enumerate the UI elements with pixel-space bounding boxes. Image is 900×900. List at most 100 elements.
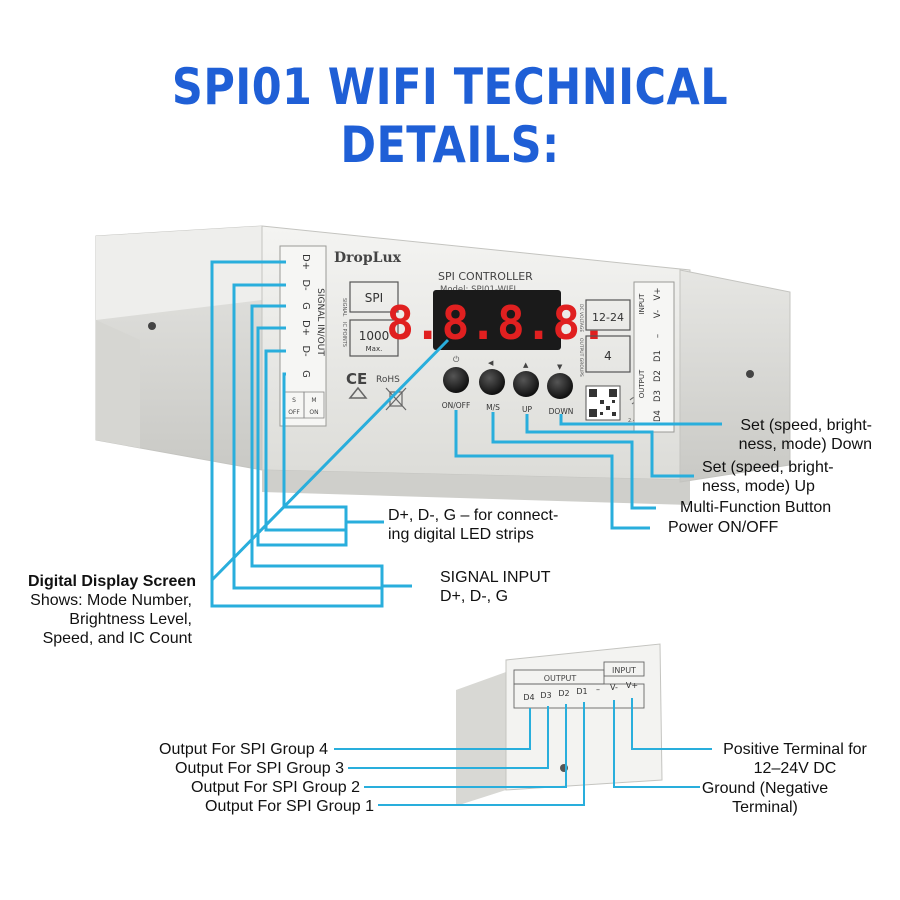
up-arrow-icon: ▲ [523, 361, 529, 369]
svg-text:M: M [311, 397, 316, 404]
svg-text:ON: ON [309, 409, 318, 416]
positive-callout: Positive Terminal for 12–24V DC [723, 741, 867, 777]
bottom-callout-lines [334, 698, 712, 806]
positive-line [631, 698, 712, 750]
display-callout-line-3: Speed, and IC Count [42, 630, 192, 647]
left-terminal-label: G [300, 302, 311, 310]
signal-spec-box: SIGNAL SPI [341, 281, 399, 317]
display-callout-line-1: Shows: Mode Number, [30, 592, 192, 609]
svg-text:V+: V+ [653, 288, 663, 301]
svg-text:D3: D3 [653, 390, 663, 402]
display-digits: 8.8.8.8. [386, 296, 608, 350]
svg-text:OFF: OFF [288, 409, 300, 416]
group2-callout: Output For SPI Group 2 [191, 779, 360, 796]
svg-text:M/S: M/S [486, 403, 500, 412]
svg-text:IC POINTS: IC POINTS [341, 322, 347, 347]
down-callout: Set (speed, bright- ness, mode) Down [738, 417, 872, 453]
multi-callout: Multi-Function Button [680, 499, 832, 516]
button-down[interactable] [547, 373, 573, 399]
button-labels: ON/OFF M/S UP DOWN [442, 401, 574, 416]
svg-text:OUTPUT: OUTPUT [638, 369, 646, 398]
left-terminal-labels: D+ D- G D+ D- G SIGNAL IN/OUT [300, 254, 325, 378]
display-callout-heading: Digital Display Screen [28, 573, 197, 590]
svg-text:UP: UP [522, 405, 532, 414]
power-callout: Power ON/OFF [668, 519, 779, 536]
power-callout-line [454, 410, 650, 530]
svg-text:D1: D1 [576, 687, 587, 696]
svg-text:Max.: Max. [366, 345, 383, 353]
svg-text:DOWN: DOWN [549, 407, 574, 416]
output-groups-box: OUTPUT GROUPS 4 [578, 335, 631, 377]
left-terminal-block [279, 245, 327, 427]
main-controller: D+ D- G D+ D- G SIGNAL IN/OUT S OFF M ON… [95, 225, 791, 505]
svg-text:INPUT: INPUT [612, 666, 636, 675]
svg-text:1000: 1000 [359, 329, 390, 343]
page-title: SPI01 WIFI TECHNICAL DETAILS: [171, 58, 729, 174]
ic-points-box: IC POINTS 1000 Max. [341, 319, 399, 357]
qr-code [585, 385, 621, 421]
svg-text:–: – [653, 334, 663, 338]
led-strips-callout: D+, D-, G – for connect- ing digital LED… [388, 507, 559, 543]
svg-text:12-24: 12-24 [592, 311, 624, 324]
left-terminal-label: D- [300, 279, 311, 291]
ground-callout: Ground (Negative Terminal) [701, 780, 829, 816]
display-callout: Digital Display Screen Shows: Mode Numbe… [28, 572, 196, 648]
signal-d+-line [210, 260, 412, 608]
svg-text:DC VOLTAGE: DC VOLTAGE [578, 304, 584, 332]
device-header: SPI CONTROLLER [438, 270, 533, 283]
svg-text:S: S [292, 397, 296, 404]
svg-text:D1: D1 [653, 350, 663, 362]
svg-text:D3: D3 [540, 691, 551, 700]
dc-voltage-box: DC VOLTAGE 12-24 [578, 299, 631, 332]
recycle-icon [348, 386, 368, 399]
svg-text:–: – [596, 685, 600, 694]
button-up[interactable] [513, 371, 539, 397]
right-terminal-block [633, 281, 675, 433]
down-callout-line [559, 414, 722, 426]
group2-line [364, 704, 567, 788]
svg-text:D2: D2 [653, 370, 663, 382]
digital-display [433, 290, 561, 350]
display-callout-line-2: Brightness Level, [69, 611, 192, 628]
button-m-s[interactable] [479, 369, 505, 395]
brand-logo: DropLux [334, 250, 402, 266]
svg-text:D2: D2 [558, 689, 569, 698]
left-terminal-label: D+ [300, 320, 311, 336]
power-icon: ⏻ [453, 355, 460, 364]
svg-text:V+: V+ [626, 681, 638, 690]
ce-mark: CE [346, 370, 367, 388]
group4-line [334, 708, 531, 750]
rohs-mark: RoHS [376, 375, 400, 385]
down-arrow-icon: ▼ [557, 363, 563, 371]
led-g-line [282, 372, 348, 545]
group3-line [348, 706, 549, 769]
ground-line [613, 700, 700, 788]
signal-input-callout: SIGNAL INPUT D+, D-, G [440, 569, 551, 605]
svg-text:ON/OFF: ON/OFF [442, 401, 471, 410]
signal-d--line [232, 283, 382, 590]
svg-text:4: 4 [604, 349, 612, 363]
svg-text:OUTPUT: OUTPUT [544, 674, 577, 683]
left-terminal-label: G [300, 370, 311, 378]
signal-g-line [250, 304, 384, 586]
up-callout: Set (speed, bright- ness, mode) Up [702, 459, 834, 495]
svg-text:D4: D4 [523, 693, 534, 702]
svg-text:D4: D4 [653, 410, 663, 422]
led-d--line [264, 349, 346, 532]
svg-text:SPI: SPI [365, 291, 383, 305]
multi-callout-line [491, 412, 656, 510]
left-terminal-label: D- [300, 345, 311, 357]
left-terminal-label: D+ [300, 254, 311, 270]
up-callout-line [525, 414, 694, 478]
right-mount-hole [746, 370, 754, 378]
group1-callout: Output For SPI Group 1 [205, 798, 374, 815]
svg-text:INPUT: INPUT [638, 293, 646, 315]
group3-callout: Output For SPI Group 3 [175, 760, 344, 777]
left-mount-hole [148, 322, 156, 330]
left-arrow-icon: ◀ [488, 359, 494, 367]
svg-text:OUTPUT GROUPS: OUTPUT GROUPS [578, 338, 584, 377]
control-buttons: ⏻ ◀ ▲ ▼ [443, 355, 573, 399]
button-on-off[interactable] [443, 367, 469, 393]
callout-lines [210, 260, 722, 608]
